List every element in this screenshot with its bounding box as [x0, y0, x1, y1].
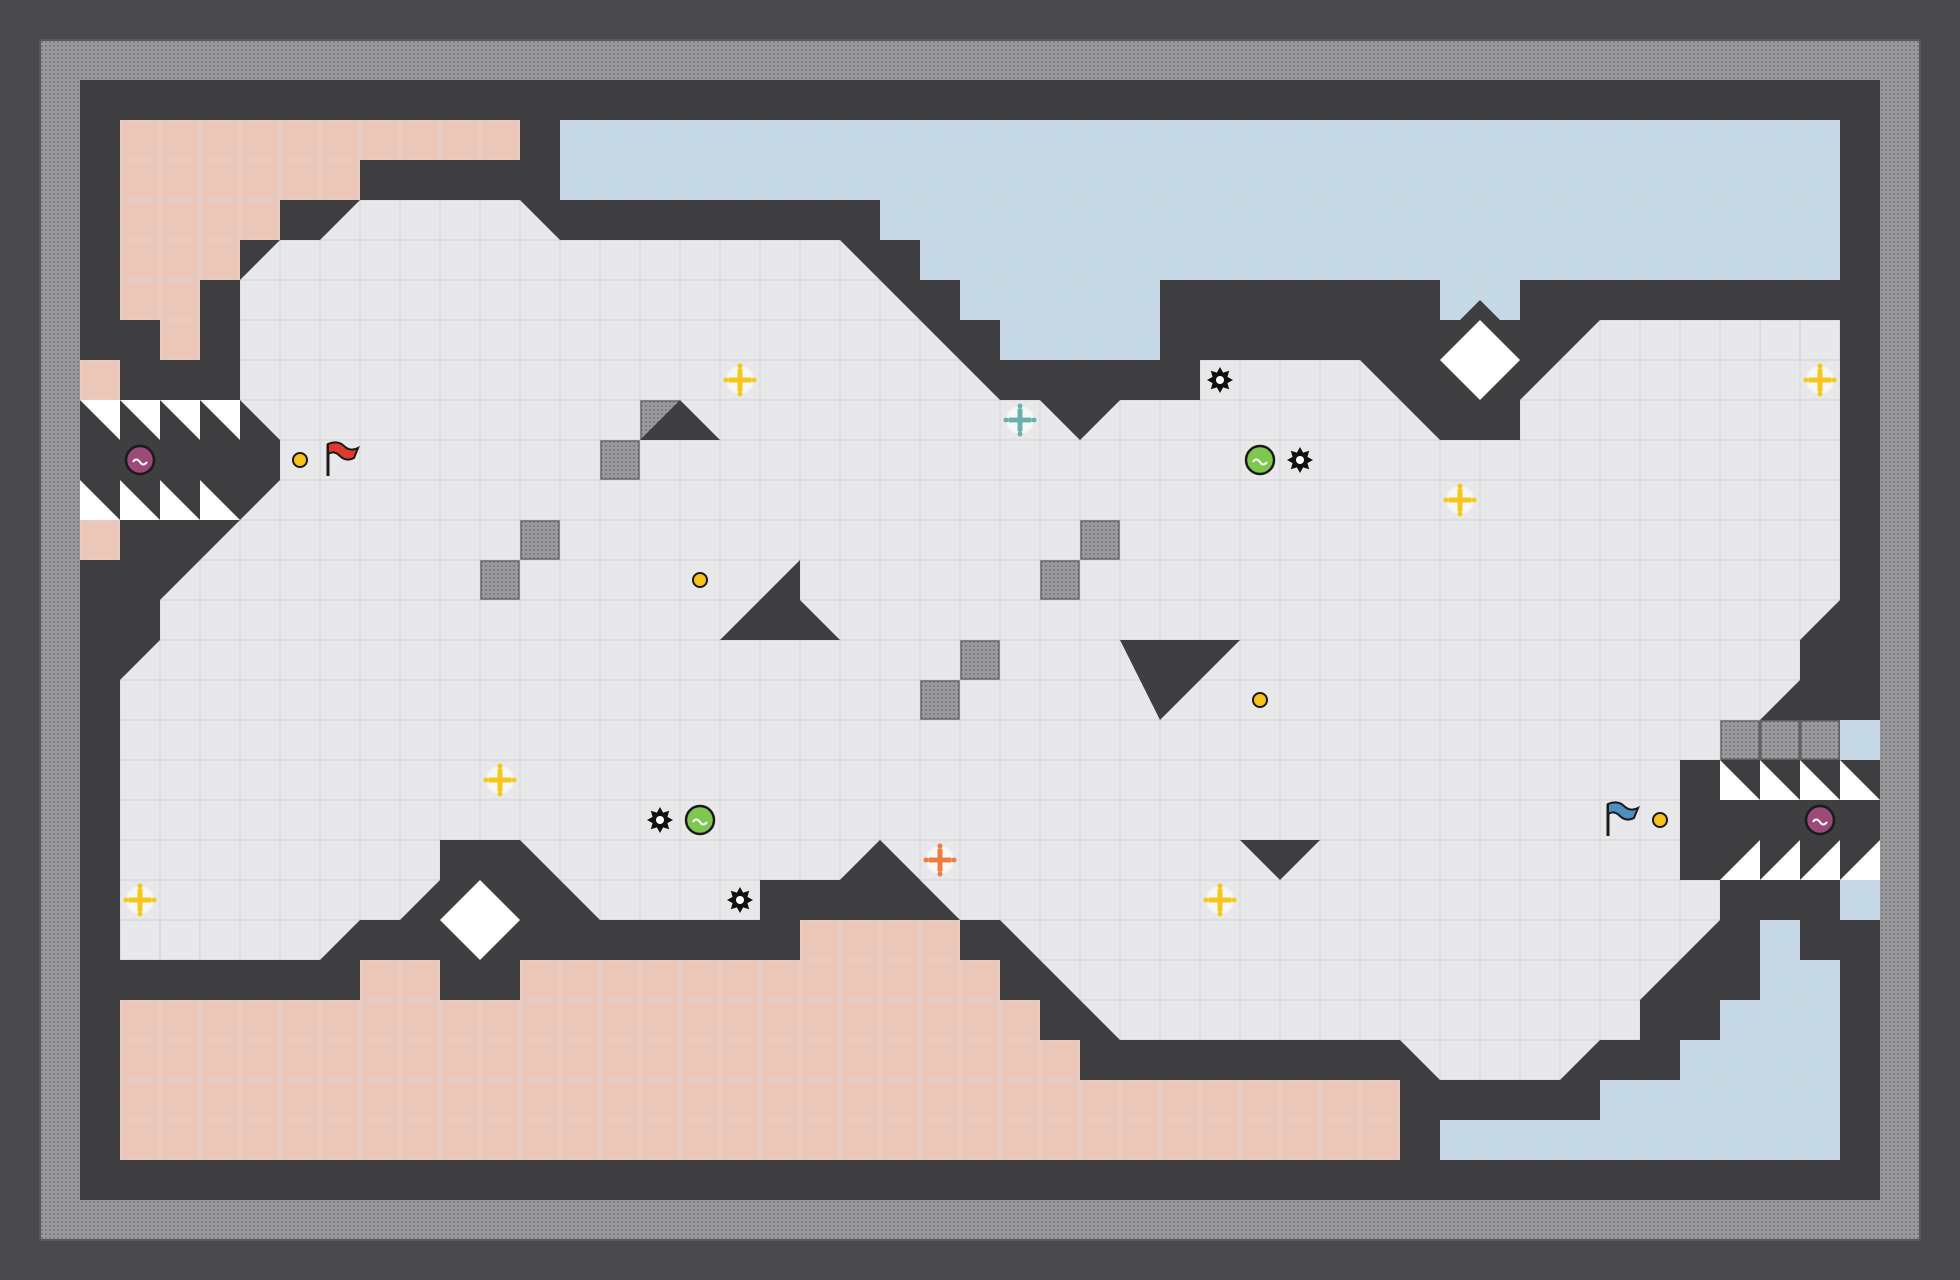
heal-pickup-icon	[123, 883, 157, 917]
heal-pickup-icon	[483, 763, 517, 797]
gate-tooth	[120, 480, 160, 520]
heal-pickup-icon	[723, 363, 757, 397]
coin-icon	[292, 452, 308, 468]
zone-grid	[1840, 880, 1880, 920]
diamond-core	[440, 880, 520, 960]
gate-tooth	[1720, 840, 1760, 880]
teal-plus-pickup-icon	[1003, 403, 1037, 437]
purple-orb-icon	[1804, 804, 1836, 836]
metal-block	[920, 680, 960, 720]
coin-icon	[692, 572, 708, 588]
triangle-obstacle	[720, 560, 840, 640]
blue-flag-icon	[1606, 801, 1640, 836]
gate-tooth	[80, 400, 120, 440]
zone-grid	[120, 120, 520, 360]
zone-grid	[560, 120, 1840, 360]
spike-mine-icon	[1207, 367, 1233, 393]
gate-wedge	[1680, 760, 1720, 880]
spike-mine-icon	[647, 807, 673, 833]
gate-tooth	[160, 400, 200, 440]
metal-block	[1040, 560, 1080, 600]
metal-block	[1760, 720, 1800, 760]
gate-wedge	[240, 400, 280, 520]
gate-tooth	[1800, 760, 1840, 800]
green-orb-icon	[1244, 444, 1276, 476]
orange-plus-pickup-icon	[923, 843, 957, 877]
triangle-obstacle	[1120, 640, 1240, 720]
zone-grid	[120, 920, 200, 960]
gate-tooth	[1760, 760, 1800, 800]
gate-tooth	[1720, 760, 1760, 800]
zone-grid	[80, 520, 120, 560]
spike-mine-icon	[1287, 447, 1313, 473]
metal-block	[1080, 520, 1120, 560]
metal-block	[1800, 720, 1840, 760]
gate-tooth	[1840, 840, 1880, 880]
metal-block	[1720, 720, 1760, 760]
gate-tooth	[1800, 840, 1840, 880]
metal-block	[960, 640, 1000, 680]
triangle-obstacle	[840, 840, 920, 880]
triangle-obstacle	[640, 400, 720, 440]
zone-grid	[80, 360, 120, 400]
coin-icon	[1252, 692, 1268, 708]
gate-tooth	[1760, 840, 1800, 880]
green-orb-icon	[684, 804, 716, 836]
gate-tooth	[80, 480, 120, 520]
heal-pickup-icon	[1203, 883, 1237, 917]
purple-orb-icon	[124, 444, 156, 476]
gate-tooth	[120, 400, 160, 440]
diamond-core	[1440, 320, 1520, 400]
metal-block	[480, 560, 520, 600]
floor-grid	[120, 200, 1840, 1080]
zone-grid	[120, 920, 1400, 1160]
zone-grid	[1760, 320, 1840, 360]
metal-block	[600, 440, 640, 480]
zone-grid	[1840, 720, 1880, 760]
coin-icon	[1652, 812, 1668, 828]
gate-tooth	[1840, 760, 1880, 800]
spike-mine-icon	[727, 887, 753, 913]
metal-block	[520, 520, 560, 560]
triangle-obstacle	[1040, 400, 1120, 440]
gate-tooth	[200, 400, 240, 440]
zone-grid	[1440, 920, 1840, 1160]
heal-pickup-icon	[1443, 483, 1477, 517]
red-flag-icon	[326, 441, 360, 476]
triangle-obstacle	[1240, 840, 1320, 880]
gate-tooth	[200, 480, 240, 520]
gate-tooth	[160, 480, 200, 520]
heal-pickup-icon	[1803, 363, 1837, 397]
